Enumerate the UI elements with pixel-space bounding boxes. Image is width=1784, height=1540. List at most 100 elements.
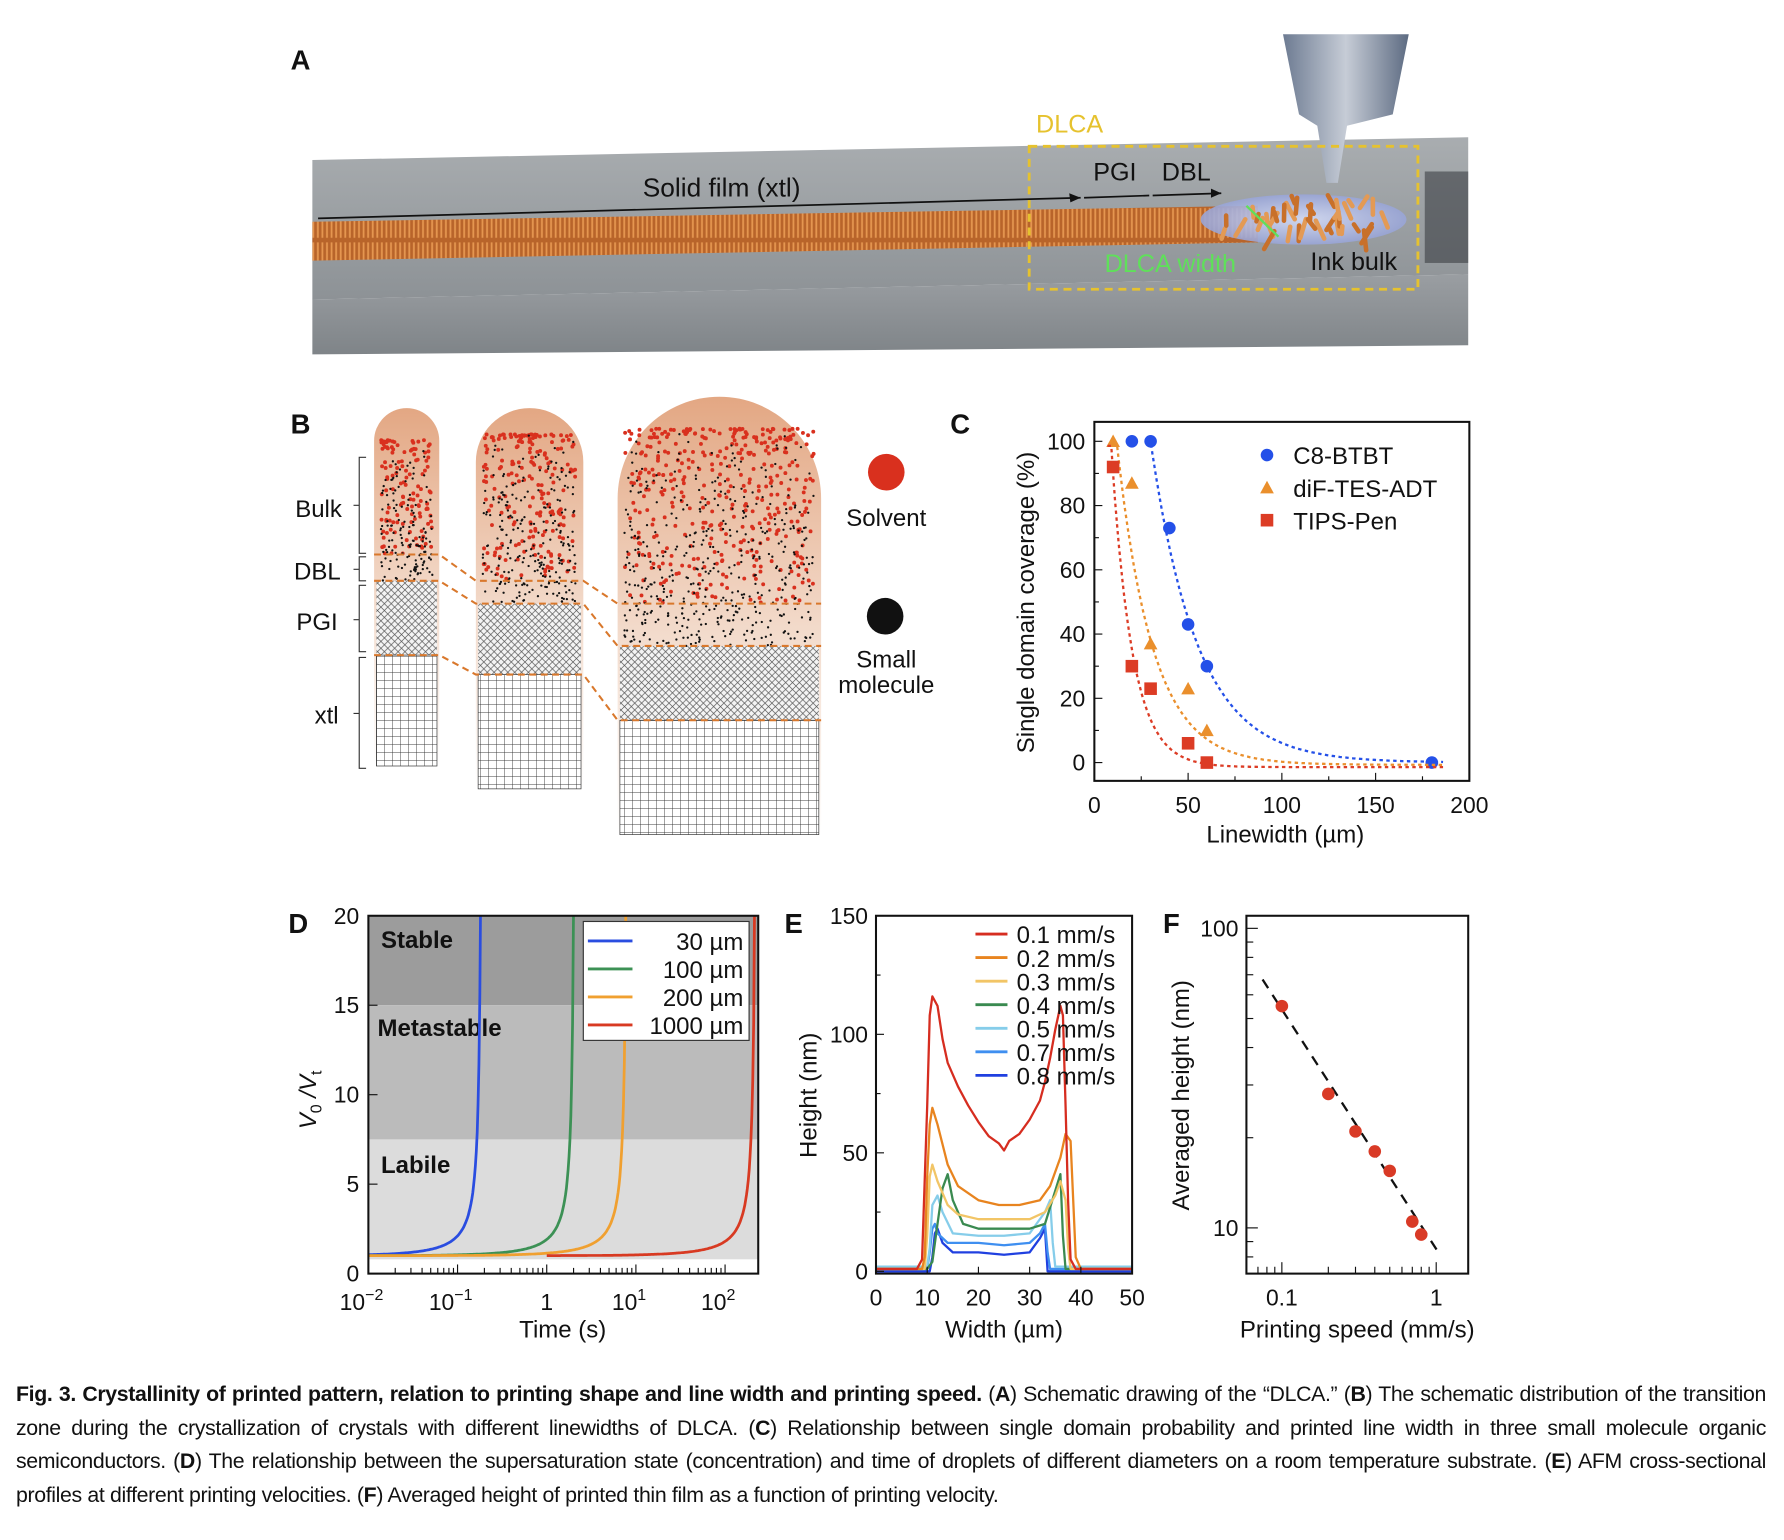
molecule-dot (562, 597, 565, 600)
molecule-dot (754, 605, 757, 609)
solvent-dot (499, 510, 504, 515)
solvent-dot (775, 492, 780, 497)
solvent-dot (806, 578, 811, 583)
molecule-dot (716, 620, 719, 624)
molecule-dot (429, 515, 433, 518)
solvent-dot (669, 553, 674, 558)
solvent-dot (791, 594, 795, 599)
solvent-dot (701, 525, 706, 530)
molecule-dot (633, 534, 637, 538)
solvent-dot (502, 436, 507, 440)
solvent-dot (401, 494, 405, 499)
solvent-dot (725, 477, 730, 482)
ink-crystals (1219, 193, 1390, 253)
molecule-dot (660, 576, 664, 579)
molecule-dot (626, 556, 629, 559)
solvent-dot (725, 586, 730, 590)
molecule-dot (407, 532, 411, 535)
molecule-dot (382, 484, 385, 488)
solvent-dot (669, 472, 673, 477)
molecule-dot (395, 475, 398, 478)
molecule-dot (421, 567, 424, 571)
molecule-dot (778, 569, 781, 572)
solvent-dot (696, 556, 701, 561)
molecule-dot (731, 628, 734, 631)
molecule-dot (625, 590, 629, 593)
molecule-dot (754, 621, 758, 624)
solvent-dot (425, 464, 430, 469)
solid-film-arrow (318, 196, 1081, 220)
molecule-dot (681, 624, 684, 628)
solvent-dot (724, 574, 729, 579)
molecule-dot (397, 518, 400, 522)
molecule-dot (573, 570, 576, 574)
molecule-dot (528, 591, 531, 594)
molecule-dot (414, 563, 418, 566)
molecule-dot (753, 600, 756, 604)
solvent-dot (531, 534, 536, 539)
molecule-dot (492, 498, 495, 501)
data-point (1125, 659, 1139, 673)
solvent-dot (532, 462, 537, 467)
molecule-dot (646, 484, 649, 487)
molecule-dot (421, 536, 425, 539)
molecule-dot (547, 582, 551, 585)
molecule-dot (524, 593, 527, 596)
molecule-dot (635, 479, 639, 482)
solvent-dot (511, 522, 516, 527)
molecule-dot (506, 552, 509, 555)
solvent-dot (670, 504, 675, 509)
solvent-dot (404, 538, 409, 543)
solvent-dot (484, 432, 489, 437)
molecule-dot (630, 536, 633, 539)
molecule-dot (623, 614, 627, 617)
solvent-dot (665, 546, 669, 551)
molecule-dot (655, 595, 659, 598)
solvent-dot (686, 457, 691, 462)
molecule-dot (800, 544, 804, 547)
solvent-dot (701, 520, 706, 525)
figure-caption: Fig. 3. Crystallinity of printed pattern… (16, 1378, 1766, 1512)
molecule-dot (742, 495, 746, 499)
molecule-dot (758, 557, 761, 560)
solvent-dot (385, 475, 390, 480)
molecule-dot (693, 612, 696, 615)
solvent-dot (411, 440, 416, 445)
molecule-dot (774, 566, 778, 570)
molecule-dot (787, 494, 790, 497)
molecule-dot (811, 561, 814, 565)
molecule-dot (390, 524, 393, 527)
molecule-dot (511, 569, 514, 572)
molecule-dot (566, 486, 569, 489)
molecule-dot (506, 500, 509, 504)
x-tick-label: 150 (1357, 792, 1395, 818)
molecule-dot (507, 515, 510, 519)
molecule-dot (704, 622, 707, 626)
solvent-dot (389, 445, 394, 450)
solvent-dot (649, 565, 654, 570)
y-label-part: /V (295, 1073, 322, 1104)
molecule-dot (527, 564, 530, 568)
crystal-lattice (619, 719, 820, 835)
solvent-dot (428, 490, 433, 495)
solvent-dot (726, 489, 731, 494)
molecule-dot (805, 556, 808, 559)
molecule-dot (701, 579, 704, 582)
molecule-dot (708, 608, 711, 612)
molecule-dot (783, 435, 786, 438)
molecule-dot (389, 487, 392, 491)
solvent-dot (544, 519, 549, 524)
molecule-dot (530, 522, 533, 525)
solvent-dot (804, 478, 808, 482)
molecule-dot (694, 477, 698, 480)
molecule-dot (731, 591, 734, 594)
solvent-dot (427, 442, 432, 447)
data-point (1406, 1215, 1419, 1228)
y-tick-label: 50 (843, 1140, 868, 1166)
molecule-dot (662, 587, 666, 591)
molecule-dot (789, 637, 792, 640)
solvent-dot (760, 432, 765, 437)
molecule-dot (392, 492, 395, 495)
molecule-dot (635, 440, 638, 443)
data-point (1125, 435, 1139, 448)
